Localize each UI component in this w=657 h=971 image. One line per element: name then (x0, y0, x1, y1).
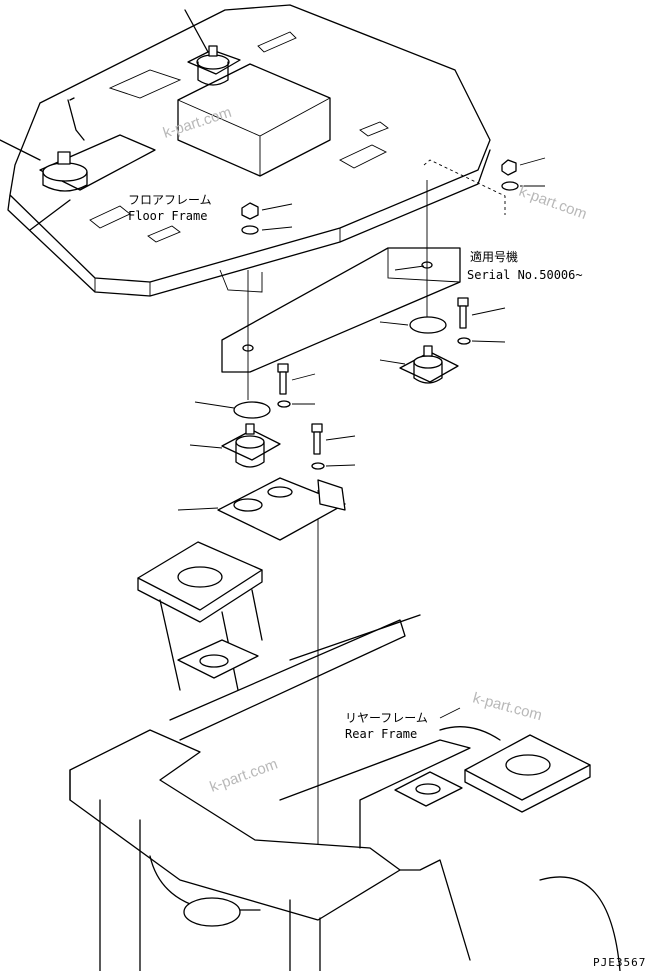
rear-frame-label-jp: リヤーフレーム (345, 711, 428, 725)
floor-frame-label-en: Floor Frame (128, 209, 207, 223)
serial-bracket (221, 247, 461, 373)
serial-label-jp: 適用号機 (470, 249, 518, 264)
floor-frame-label-jp: フロアフレーム (128, 193, 212, 207)
bolt-left-2 (311, 423, 356, 470)
mount-bracket-plate (177, 477, 346, 541)
serial-label-en: Serial No.50006~ (467, 268, 583, 282)
mount-left (189, 401, 281, 468)
watermark-3: k-part.com (471, 689, 544, 724)
floor-frame (7, 4, 506, 297)
watermark-4: k-part.com (208, 756, 280, 796)
bolt-left-1 (277, 363, 316, 408)
engine-mount-top (184, 9, 241, 86)
nut-left (241, 202, 293, 235)
nut-right (501, 157, 546, 191)
engine-mount-left (0, 97, 156, 231)
rear-frame (69, 541, 621, 971)
rear-frame-label-en: Rear Frame (345, 727, 417, 741)
watermark-2: k-part.com (517, 183, 589, 223)
rear-frame-leader (439, 707, 461, 719)
drawing-code: PJE3567 (593, 956, 646, 969)
bolt-right (457, 297, 506, 345)
mount-right (379, 316, 459, 384)
